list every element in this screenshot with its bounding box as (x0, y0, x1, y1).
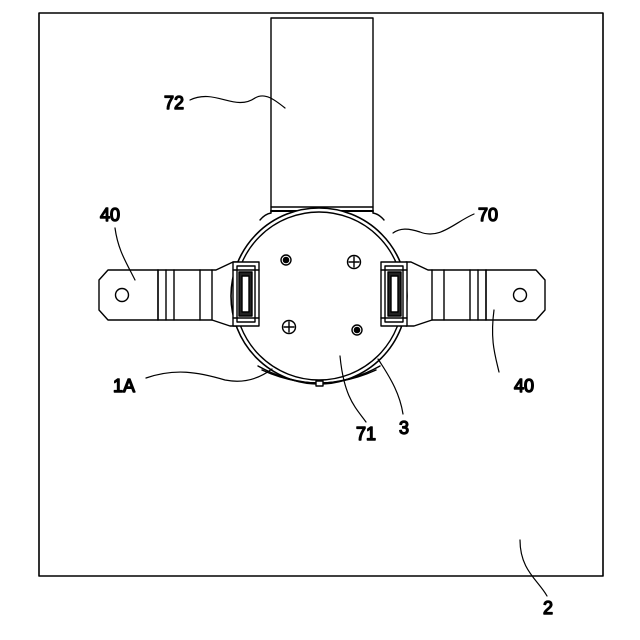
label-housing: 1A (113, 376, 135, 396)
label-terminal-left: 40 (100, 205, 120, 225)
connector-right (381, 262, 407, 326)
bottom-notch (316, 381, 323, 386)
screw-head-icon (348, 256, 361, 269)
screw-head-icon (283, 321, 296, 334)
label-plate: 2 (543, 598, 553, 618)
connector-left (233, 262, 259, 326)
label-flap: 72 (164, 93, 184, 113)
label-terminal-right: 40 (514, 376, 534, 396)
label-cover-face: 71 (356, 424, 376, 444)
label-cover: 70 (478, 205, 498, 225)
label-case: 3 (399, 418, 409, 438)
